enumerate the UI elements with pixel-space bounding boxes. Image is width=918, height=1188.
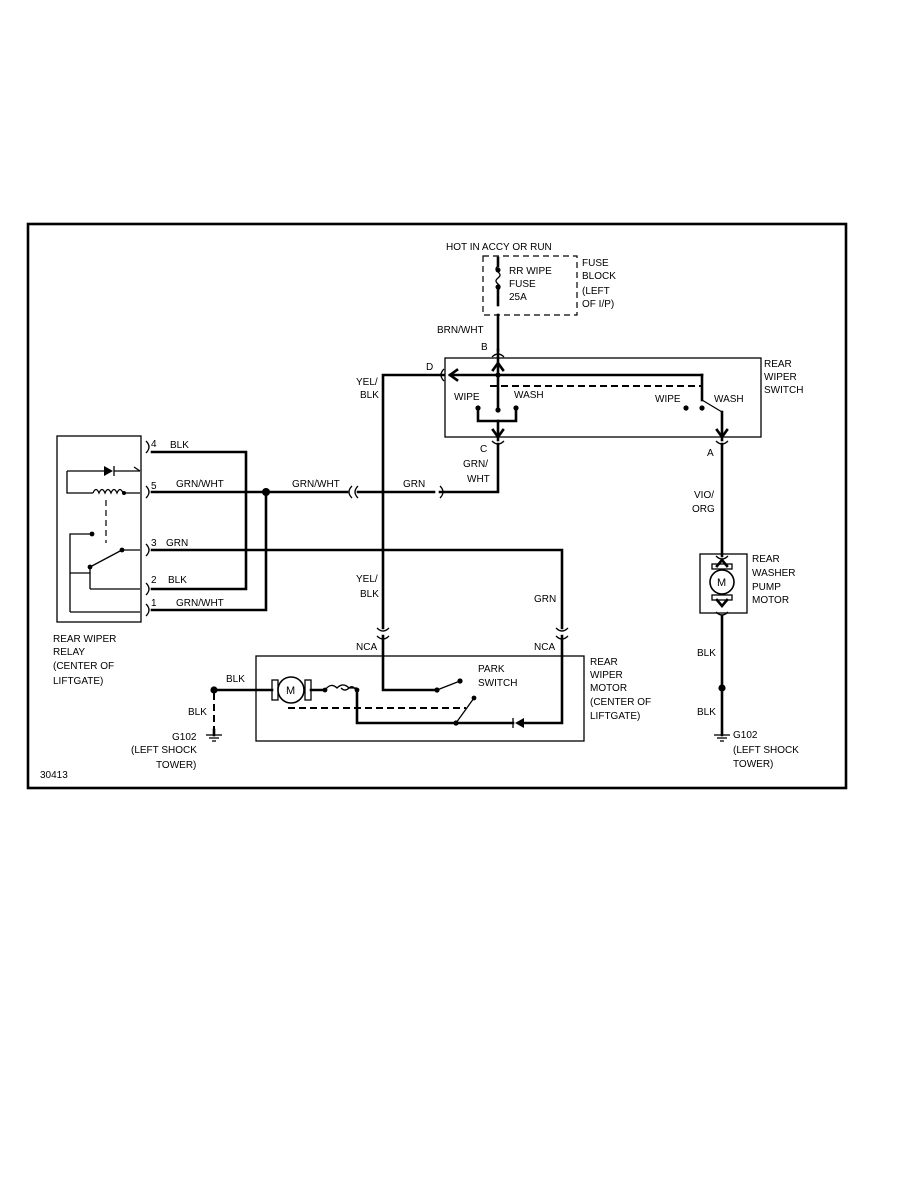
wiper-motor-outline [255, 655, 585, 742]
switch-pin-d: D [426, 362, 433, 373]
ground-right-id: G102 [733, 730, 758, 741]
fuse-name-1: RR WIPE [509, 266, 552, 277]
ground-right-loc-2: TOWER) [733, 759, 773, 770]
nca-right-label: NCA [534, 642, 555, 653]
fuse-block: HOT IN ACCY OR RUN RR WIPE FUSE 25A FUSE… [446, 242, 616, 316]
wiper-motor-symbol [277, 676, 305, 704]
washer-pump-outline [699, 553, 748, 614]
wire-label-blk-pump-bottom: BLK [697, 707, 716, 718]
wire-label-brn-wht: BRN/WHT [437, 325, 484, 336]
fuse-rating: 25A [509, 292, 527, 303]
relay-pin-4-wire: BLK [170, 440, 189, 451]
switch-pin-c: C [480, 444, 487, 455]
wire-yel-blk [381, 373, 446, 630]
wire-label-grn-wht-mid: GRN/WHT [292, 479, 340, 490]
switch-wipe-right: WIPE [655, 394, 681, 405]
rear-wiper-switch: B WIPE WASH WIPE WASH D C A [426, 342, 803, 459]
wire-blk-pin4-pin2 [150, 450, 248, 591]
relay-diode [104, 466, 113, 476]
washer-pump-title-2: WASHER [752, 568, 796, 579]
relay-title-3: (CENTER OF [53, 661, 114, 672]
switch-wash-left: WASH [514, 390, 544, 401]
relay-pin-2-num: 2 [151, 575, 157, 586]
fuse-name-2: FUSE [509, 279, 536, 290]
wiper-switch-title-2: WIPER [764, 372, 797, 383]
relay-title-1: REAR WIPER [53, 634, 116, 645]
fuse-block-label-1: FUSE [582, 258, 609, 269]
rear-wiper-relay: 4 BLK 5 GRN/WHT 3 GRN 2 BLK 1 GRN/WHT [53, 435, 224, 687]
wire-label-grn-wht-c-1: GRN/ [463, 459, 488, 470]
wire-label-vio-org-2: ORG [692, 504, 715, 515]
park-switch-label-1: PARK [478, 664, 505, 675]
diagram-id: 30413 [40, 770, 68, 781]
wire-label-blk-motor: BLK [226, 674, 245, 685]
inline-connector-left [348, 485, 359, 499]
relay-pin-5-wire: GRN/WHT [176, 479, 224, 490]
relay-pin-1-wire: GRN/WHT [176, 598, 224, 609]
wire-label-grn-mid: GRN [403, 479, 425, 490]
wire-label-yel-blk-mid-2: BLK [360, 589, 379, 600]
relay-pin-5-num: 5 [151, 481, 157, 492]
relay-pin-4-num: 4 [151, 439, 157, 450]
fuse-block-label-3: (LEFT [582, 286, 610, 297]
washer-pump-title-4: MOTOR [752, 595, 789, 606]
relay-pin-1-num: 1 [151, 598, 157, 609]
ground-right-loc-1: (LEFT SHOCK [733, 745, 799, 756]
relay-pin-2-wire: BLK [168, 575, 187, 586]
wire-label-blk-pump-top: BLK [697, 648, 716, 659]
wire-label-vio-org-1: VIO/ [694, 490, 714, 501]
wiper-switch-outline [444, 357, 762, 438]
park-switch-label-2: SWITCH [478, 678, 517, 689]
washer-pump-symbol [709, 569, 735, 595]
wire-label-yel-blk-top-2: BLK [360, 390, 379, 401]
switch-wash-right: WASH [714, 394, 744, 405]
ground-left: BLK BLK G102 (LEFT SHOCK TOWER) [131, 674, 245, 771]
motor-diode [515, 718, 524, 728]
wire-label-yel-blk-mid-1: YEL/ [356, 574, 378, 585]
nca-left-label: NCA [356, 642, 377, 653]
ground-left-loc-2: TOWER) [156, 760, 196, 771]
wiper-switch-title-1: REAR [764, 359, 792, 370]
wire-label-blk-ground-left: BLK [188, 707, 207, 718]
inline-connector-right [439, 485, 444, 499]
fuse-block-label-2: BLOCK [582, 271, 616, 282]
fuse-block-outline [482, 255, 578, 316]
washer-pump-m: M [717, 577, 726, 589]
relay-title-2: RELAY [53, 647, 85, 658]
wire-grn-pin3 [150, 548, 564, 630]
rear-wiper-motor: NCA NCA PARK SWITCH M REAR WIPER MOTOR [212, 627, 651, 742]
ground-left-id: G102 [172, 732, 197, 743]
switch-wipe-left: WIPE [454, 392, 480, 403]
washer-pump-title-1: REAR [752, 554, 780, 565]
wiper-switch-title-3: SWITCH [764, 385, 803, 396]
diagram-frame [26, 222, 848, 790]
hot-label: HOT IN ACCY OR RUN [446, 242, 552, 253]
wire-grn-wht-c [438, 442, 500, 494]
relay-title-4: LIFTGATE) [53, 676, 103, 687]
wiper-motor-title-5: LIFTGATE) [590, 711, 640, 722]
relay-pin-3-num: 3 [151, 538, 157, 549]
wire-label-yel-blk-top-1: YEL/ [356, 377, 378, 388]
switch-pin-a: A [707, 448, 714, 459]
relay-outline [56, 435, 142, 623]
ground-left-loc-1: (LEFT SHOCK [131, 745, 197, 756]
wire-label-grn-wht-c-2: WHT [467, 474, 490, 485]
wiper-motor-title-1: REAR [590, 657, 618, 668]
relay-pin-3-wire: GRN [166, 538, 188, 549]
ground-right: BLK BLK G102 (LEFT SHOCK TOWER) [697, 614, 799, 770]
relay-coil [92, 488, 140, 495]
wiper-motor-m: M [286, 685, 295, 697]
wire-grn-wht-pin1 [150, 490, 268, 612]
rear-washer-pump: M REAR WASHER PUMP MOTOR [699, 553, 796, 616]
fuse-block-label-4: OF I/P) [582, 299, 614, 310]
washer-pump-title-3: PUMP [752, 582, 781, 593]
wiper-motor-title-4: (CENTER OF [590, 697, 651, 708]
wiper-motor-title-3: MOTOR [590, 683, 627, 694]
switch-pin-b: B [481, 342, 488, 353]
wiper-motor-title-2: WIPER [590, 670, 623, 681]
wire-label-grn-right: GRN [534, 594, 556, 605]
